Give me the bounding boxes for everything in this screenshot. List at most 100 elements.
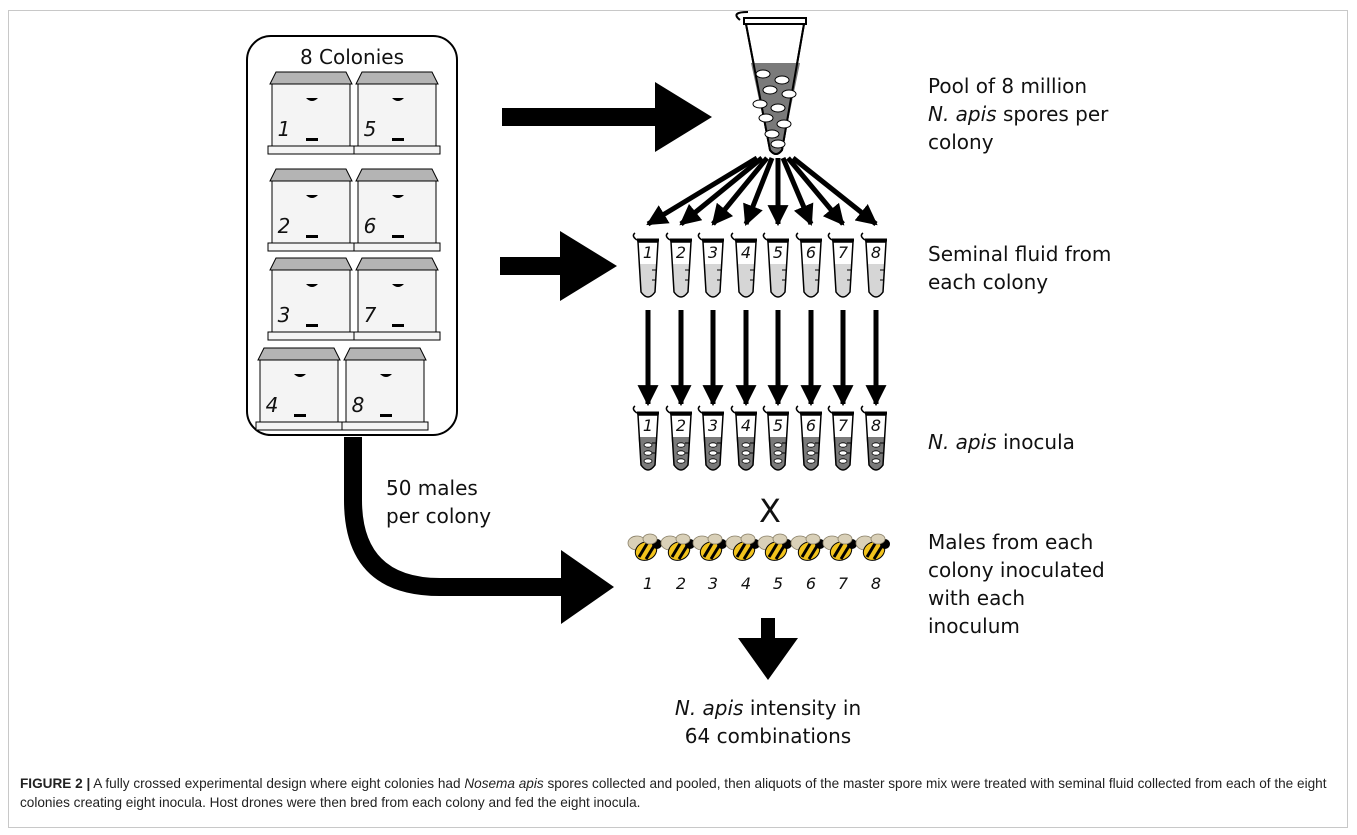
spore xyxy=(776,119,792,129)
hive-slot xyxy=(306,235,318,238)
tube-spore xyxy=(773,442,783,448)
tube-spore xyxy=(676,458,686,464)
result-label-line2: 64 combinations xyxy=(684,724,852,748)
tube-hinge xyxy=(632,232,638,241)
tube-body xyxy=(702,241,724,298)
bee-number: 1 xyxy=(643,574,653,593)
seminal-label: Seminal fluid from each colony xyxy=(928,240,1111,296)
tube-spore xyxy=(838,450,848,456)
hive-number: 6 xyxy=(364,214,377,238)
hive-slot xyxy=(392,138,404,141)
caption-text-1: A fully crossed experimental design wher… xyxy=(90,776,465,791)
bee-8: 8 xyxy=(855,533,890,593)
tube-spore xyxy=(676,450,686,456)
hive-entrance xyxy=(380,374,392,377)
figure-caption: FIGURE 2 | A fully crossed experimental … xyxy=(20,774,1340,812)
tube-spore xyxy=(708,442,718,448)
tube-hinge xyxy=(860,405,866,414)
down-arrow-row xyxy=(637,310,887,407)
colonies-title: 8 Colonies xyxy=(300,45,404,69)
males-per-colony-label: 50 males per colony xyxy=(386,474,491,530)
bee-stripe xyxy=(735,541,748,558)
hive-5: 5 xyxy=(353,71,441,155)
hive-base xyxy=(267,242,355,252)
tube-hinge xyxy=(795,405,801,414)
fan-arrow-7 xyxy=(786,156,845,226)
tube-spore xyxy=(806,442,816,448)
hive-base xyxy=(341,421,429,431)
hive-number: 7 xyxy=(364,303,377,327)
hive-entrance xyxy=(294,374,306,377)
fan-arrow-4 xyxy=(743,157,775,226)
bee-stripe xyxy=(677,545,689,560)
bee-wing xyxy=(642,533,658,545)
seminal-tube-1: 1 xyxy=(632,232,659,298)
bee-stripe xyxy=(742,545,754,560)
result-label: N. apis intensity in 64 combinations xyxy=(668,694,868,750)
bee-wing xyxy=(805,533,821,545)
tube-hinge xyxy=(795,232,801,241)
caption-label: FIGURE 2 | xyxy=(20,776,91,791)
bee-number: 3 xyxy=(708,574,718,593)
tube-spore xyxy=(871,442,881,448)
tube-hinge xyxy=(730,232,736,241)
tube-number: 4 xyxy=(741,243,751,262)
bee-wing xyxy=(870,533,886,545)
inoculum-tube-6: 6 xyxy=(795,405,822,471)
tube-liquid xyxy=(801,264,820,297)
bee-wing xyxy=(837,533,853,545)
hive-base xyxy=(353,145,441,155)
seminal-tube-4: 4 xyxy=(730,232,757,298)
bee-number: 7 xyxy=(838,574,849,593)
hive-body xyxy=(259,359,339,423)
tube-number: 5 xyxy=(773,416,783,435)
pool-label: Pool of 8 million N. apis spores per col… xyxy=(928,72,1108,156)
seminal-tube-8: 8 xyxy=(860,232,887,298)
bee-number: 5 xyxy=(773,574,783,593)
inoculum-tube-2: 2 xyxy=(665,405,692,471)
bee-wing xyxy=(707,533,723,545)
colonies-box xyxy=(246,35,458,436)
bee-stripe xyxy=(807,545,819,560)
hive-slot xyxy=(294,414,306,417)
hive-body xyxy=(271,269,351,333)
tube-spore xyxy=(871,458,881,464)
tube-spore xyxy=(676,442,686,448)
tube-hinge xyxy=(665,232,671,241)
spore xyxy=(752,99,768,109)
bee-wing xyxy=(675,533,691,545)
tube-spore xyxy=(643,442,653,448)
males-per-colony-line1: 50 males xyxy=(386,476,478,500)
bee-1: 1 xyxy=(627,533,662,593)
bee-stripe xyxy=(637,541,650,558)
tube-number: 7 xyxy=(838,416,849,435)
bee-3: 3 xyxy=(692,533,727,593)
tube-number: 4 xyxy=(741,416,751,435)
fan-arrows xyxy=(646,155,878,227)
cross-symbol: X xyxy=(759,492,781,530)
hive-lid xyxy=(355,168,439,182)
hive-base xyxy=(255,421,343,431)
spore xyxy=(762,85,778,95)
seminal-tube-3: 3 xyxy=(697,232,724,298)
bee-stripe xyxy=(767,541,780,558)
tube-hinge xyxy=(697,232,703,241)
tube-body xyxy=(670,414,692,471)
pool-spores xyxy=(752,69,797,149)
tube-number: 6 xyxy=(806,243,816,262)
hive-lid xyxy=(343,347,427,361)
hive-number: 4 xyxy=(266,393,279,417)
tube-number: 5 xyxy=(773,243,783,262)
arrow-to-result xyxy=(738,618,798,680)
tube-hinge xyxy=(762,405,768,414)
seminal-tube-5: 5 xyxy=(762,232,789,298)
hive-entrance xyxy=(306,98,318,101)
inoculum-tube-4: 4 xyxy=(730,405,757,471)
inocula-label: N. apis inocula xyxy=(928,430,1075,454)
hive-base xyxy=(353,242,441,252)
bee-number: 4 xyxy=(741,574,751,593)
tube-number: 1 xyxy=(643,416,653,435)
bee-stripe xyxy=(702,541,715,558)
